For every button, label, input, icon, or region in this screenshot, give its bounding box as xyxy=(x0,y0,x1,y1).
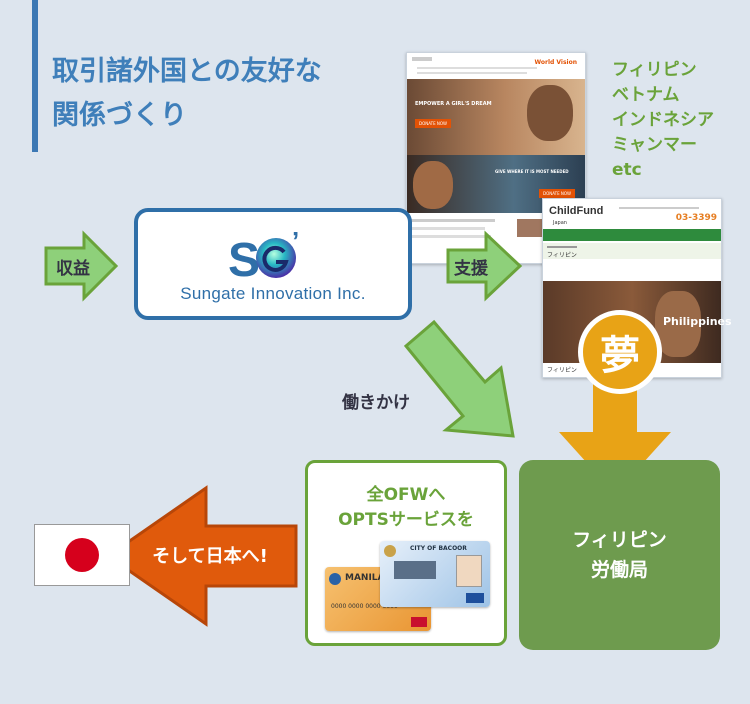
labor-line-1: フィリピン xyxy=(572,529,667,551)
manila-card-number: 0000 0000 0000 0000 xyxy=(331,603,398,610)
worldvision-banner-1: EMPOWER A GIRL'S DREAM xyxy=(415,101,492,107)
worldvision-donate-button-1[interactable]: DONATE NOW xyxy=(415,119,451,128)
bacoor-card-title: CITY OF BACOOR xyxy=(410,545,467,552)
worldvision-donate-button-2[interactable]: DONATE NOW xyxy=(539,189,575,198)
title-line-1: 取引諸外国との友好な xyxy=(52,56,322,87)
title-line-2: 関係づくり xyxy=(52,100,187,131)
country-item: インドネシア xyxy=(612,110,714,130)
revenue-label: 収益 xyxy=(56,259,90,279)
japan-label: そして日本へ! xyxy=(152,546,268,567)
support-label: 支援 xyxy=(454,259,488,279)
worldvision-banner-2: GIVE WHERE IT IS MOST NEEDED xyxy=(495,169,569,174)
worldvision-screenshot: World Vision EMPOWER A GIRL'S DREAM DONA… xyxy=(406,52,586,264)
title-accent-bar xyxy=(32,0,38,152)
ofw-line-2: OPTSサービスを xyxy=(338,510,474,530)
card-holder-photo xyxy=(456,555,482,587)
support-arrow xyxy=(446,230,523,302)
childfund-photo-caption: Philippines xyxy=(663,315,732,328)
country-item: フィリピン xyxy=(612,60,697,80)
japan-flag xyxy=(34,524,130,586)
company-name: Sungate Innovation Inc. xyxy=(180,284,366,303)
ofw-box: 全OFWへ OPTSサービスを MANILA 0000 0000 0000 00… xyxy=(305,460,507,646)
worldvision-logo: World Vision xyxy=(534,59,577,66)
japan-arrow xyxy=(105,485,298,627)
childfund-caption: フィリピン xyxy=(547,367,577,374)
ofw-title: 全OFWへ OPTSサービスを xyxy=(308,483,504,533)
country-list: フィリピン ベトナム インドネシア ミャンマー etc xyxy=(612,58,714,183)
childfund-nav-bar xyxy=(543,229,721,241)
childfund-screenshot: ChildFund Japan 03-3399 フィリピン Philippine… xyxy=(542,198,732,378)
approach-arrow xyxy=(403,319,515,438)
sg-logo-icon: S ’ xyxy=(228,226,299,287)
childfund-phone: 03-3399 xyxy=(675,213,717,223)
country-item: ベトナム xyxy=(612,85,680,105)
company-logo-box: S ’ Sungate Innovation Inc. xyxy=(134,208,412,320)
svg-text:S: S xyxy=(228,234,260,287)
revenue-arrow xyxy=(44,230,119,302)
page-title: 取引諸外国との友好な 関係づくり xyxy=(52,50,372,138)
dream-badge: 夢 xyxy=(578,310,662,394)
bacoor-card: CITY OF BACOOR xyxy=(380,541,490,607)
childfund-logo: ChildFund xyxy=(549,205,604,217)
country-item: etc xyxy=(612,160,642,180)
gold-down-arrow xyxy=(559,380,671,494)
labor-line-2: 労働局 xyxy=(590,559,648,581)
svg-text:’: ’ xyxy=(292,226,299,256)
manila-card-title: MANILA xyxy=(345,573,385,583)
approach-label: 働きかけ xyxy=(342,393,410,413)
ofw-line-1: 全OFWへ xyxy=(366,485,446,505)
country-item: ミャンマー xyxy=(612,135,697,155)
childfund-section-title: フィリピン xyxy=(547,252,577,259)
childfund-logo-sub: Japan xyxy=(553,220,567,226)
labor-department-box: フィリピン 労働局 xyxy=(519,460,720,650)
japan-flag-sun xyxy=(65,538,99,572)
